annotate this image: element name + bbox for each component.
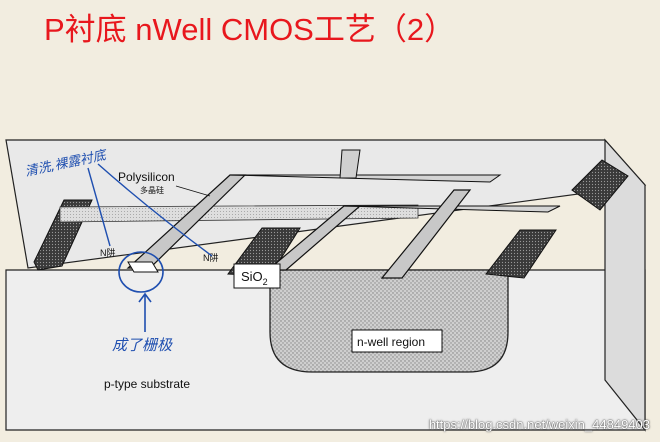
back-oxide-strip xyxy=(59,204,419,223)
field-oxide-right xyxy=(485,229,557,279)
polysilicon-gates xyxy=(126,149,561,279)
gate-arrow xyxy=(138,292,152,332)
field-oxide-far xyxy=(571,159,629,211)
watermark: https://blog.csdn.net/weixin_44849403 xyxy=(428,417,650,432)
gate-circle xyxy=(118,251,164,293)
exposed-pad xyxy=(127,261,159,273)
slide-title: P衬底 nWell CMOS工艺（2） xyxy=(44,12,456,47)
note-top-arrow-left xyxy=(87,167,111,247)
label-n-well-right: N阱 xyxy=(203,253,219,263)
note-top-arrow-right xyxy=(97,163,213,257)
gate-left-top xyxy=(229,174,502,183)
diagram-labels: Polysilicon 多晶硅 N阱 N阱 SiO2 n-well region… xyxy=(100,170,443,391)
gate-vertical-post xyxy=(339,149,361,179)
label-n-well-region: n-well region xyxy=(357,335,425,349)
label-sio2: SiO2 xyxy=(241,269,268,287)
substrate-side-face xyxy=(604,138,646,432)
label-polysilicon-cn: 多晶硅 xyxy=(140,185,164,195)
gate-right xyxy=(380,189,472,279)
label-polysilicon: Polysilicon xyxy=(118,170,175,184)
n-well-region xyxy=(269,269,509,373)
label-substrate: p-type substrate xyxy=(104,377,190,391)
label-n-well-left: N阱 xyxy=(100,248,116,258)
polysilicon-pointer xyxy=(175,185,211,197)
note-bottom: 成了栅极 xyxy=(112,336,173,354)
sio2-box xyxy=(233,263,281,289)
n-well-region-box xyxy=(351,329,443,353)
